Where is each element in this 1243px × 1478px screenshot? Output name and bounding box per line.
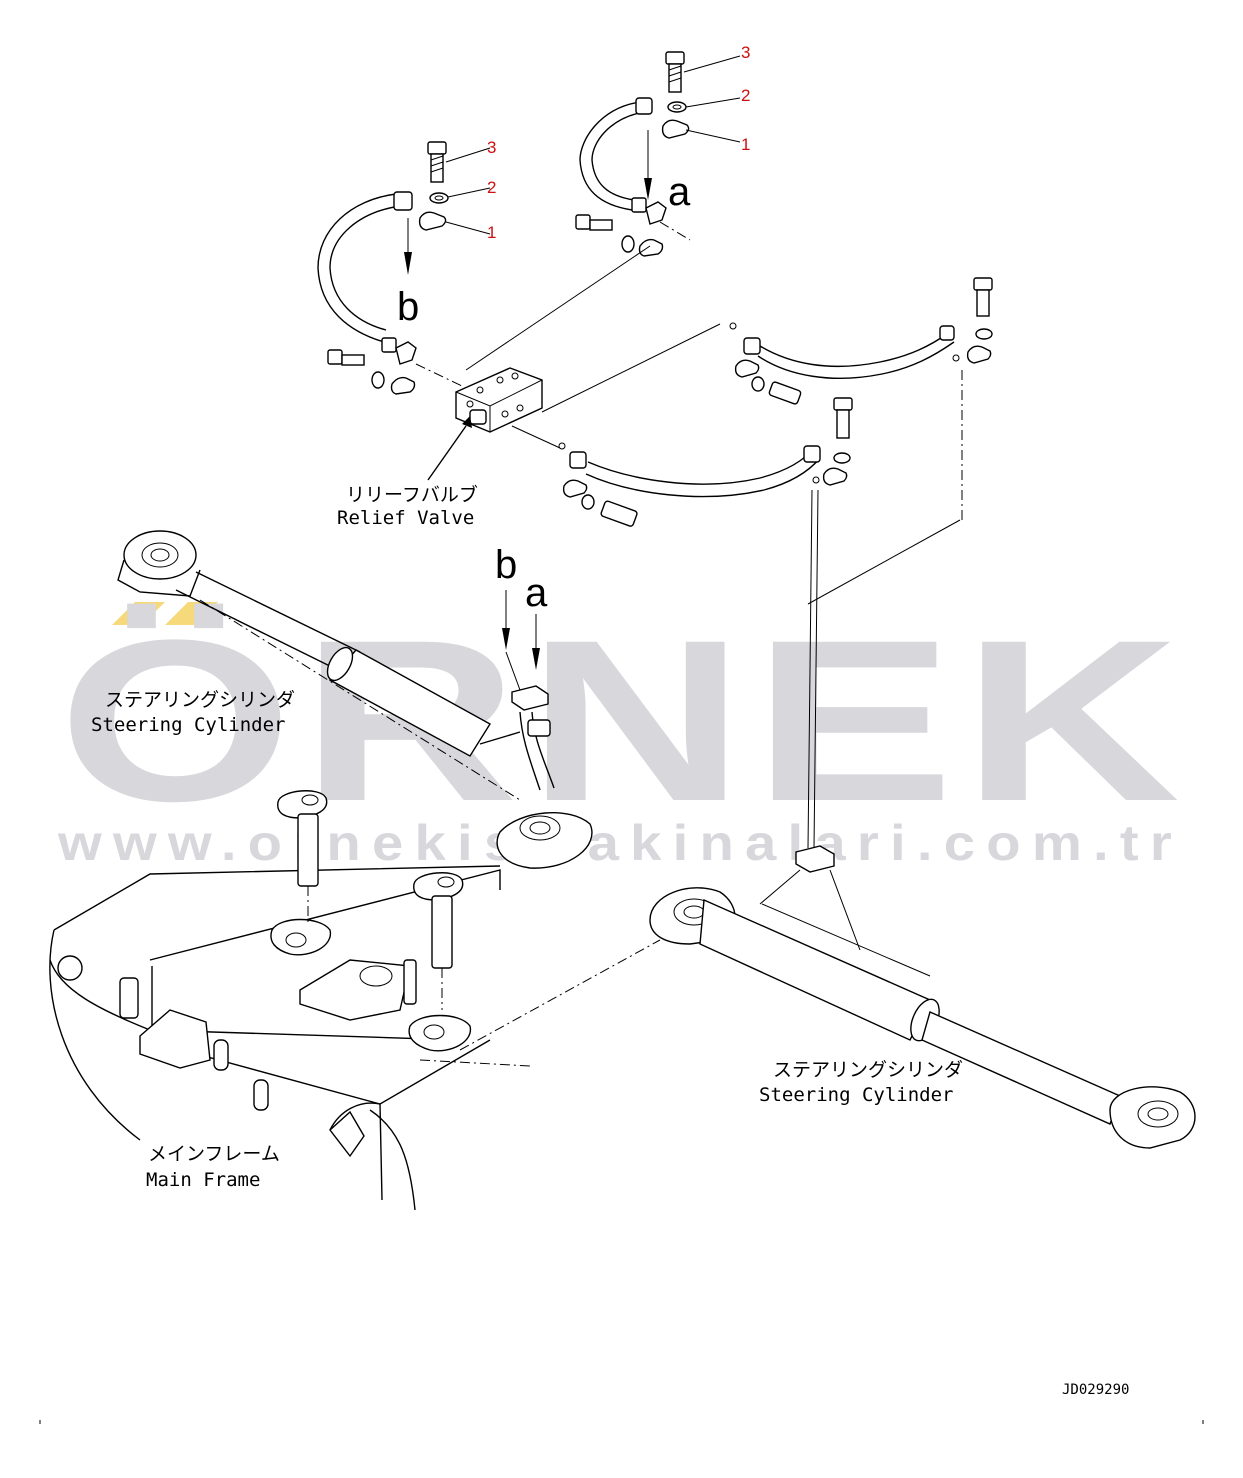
- main-frame-label-jp: メインフレーム: [148, 1143, 280, 1165]
- steering-cylinder-left-label-jp: ステアリングシリンダ: [105, 689, 295, 711]
- connector-a-lower: a: [525, 571, 548, 615]
- callout-3-right: 3: [741, 43, 750, 62]
- callout-1-right: 1: [741, 135, 750, 154]
- watermark-accent-right: [165, 602, 218, 625]
- left-steering-cylinder: [117, 530, 593, 869]
- upper-right-hose-assembly: [575, 51, 741, 257]
- hydraulic-hose: [579, 101, 641, 211]
- right-steering-cylinder: [649, 887, 1196, 1149]
- connector-a-top: a: [668, 170, 691, 214]
- connector-b-lower: b: [495, 543, 517, 587]
- relief-valve-label-en: Relief Valve: [337, 507, 474, 529]
- lower-connectors: [502, 590, 555, 791]
- split-flange-clamp: [661, 119, 690, 139]
- upper-left-hose-assembly: [317, 141, 491, 395]
- watermark-brand: ÖRNEK: [58, 592, 1188, 849]
- main-frame-label-en: Main Frame: [146, 1169, 260, 1191]
- middle-lower-hose-assembly: [558, 397, 853, 527]
- callout-3-left: 3: [487, 138, 496, 157]
- bolt-head: [665, 51, 685, 65]
- middle-right-hose-assembly: [729, 277, 993, 520]
- callout-2-left: 2: [487, 178, 496, 197]
- connector-b-top: b: [397, 285, 419, 329]
- main-frame: [49, 865, 661, 1211]
- drawing-code: JD029290: [1062, 1382, 1129, 1398]
- callout-1-left: 1: [487, 223, 496, 242]
- watermark-url: www.ornekismakinalari.com.tr: [57, 815, 1183, 871]
- watermark: ÖRNEK www.ornekismakinalari.com.tr: [57, 592, 1188, 871]
- relief-valve-block: [427, 245, 721, 481]
- watermark-accent-left: [112, 602, 165, 625]
- pipe-lines: [759, 489, 961, 951]
- washer: [667, 101, 687, 113]
- hydraulic-hose: [317, 193, 397, 343]
- relief-valve-label-jp: リリーフバルブ: [346, 483, 478, 506]
- steering-cylinder-right-label-en: Steering Cylinder: [759, 1084, 953, 1106]
- callout-2-right: 2: [741, 86, 750, 105]
- steering-cylinder-right-label-jp: ステアリングシリンダ: [773, 1059, 963, 1081]
- steering-cylinder-left-label-en: Steering Cylinder: [91, 714, 285, 736]
- king-pins: [277, 790, 464, 1010]
